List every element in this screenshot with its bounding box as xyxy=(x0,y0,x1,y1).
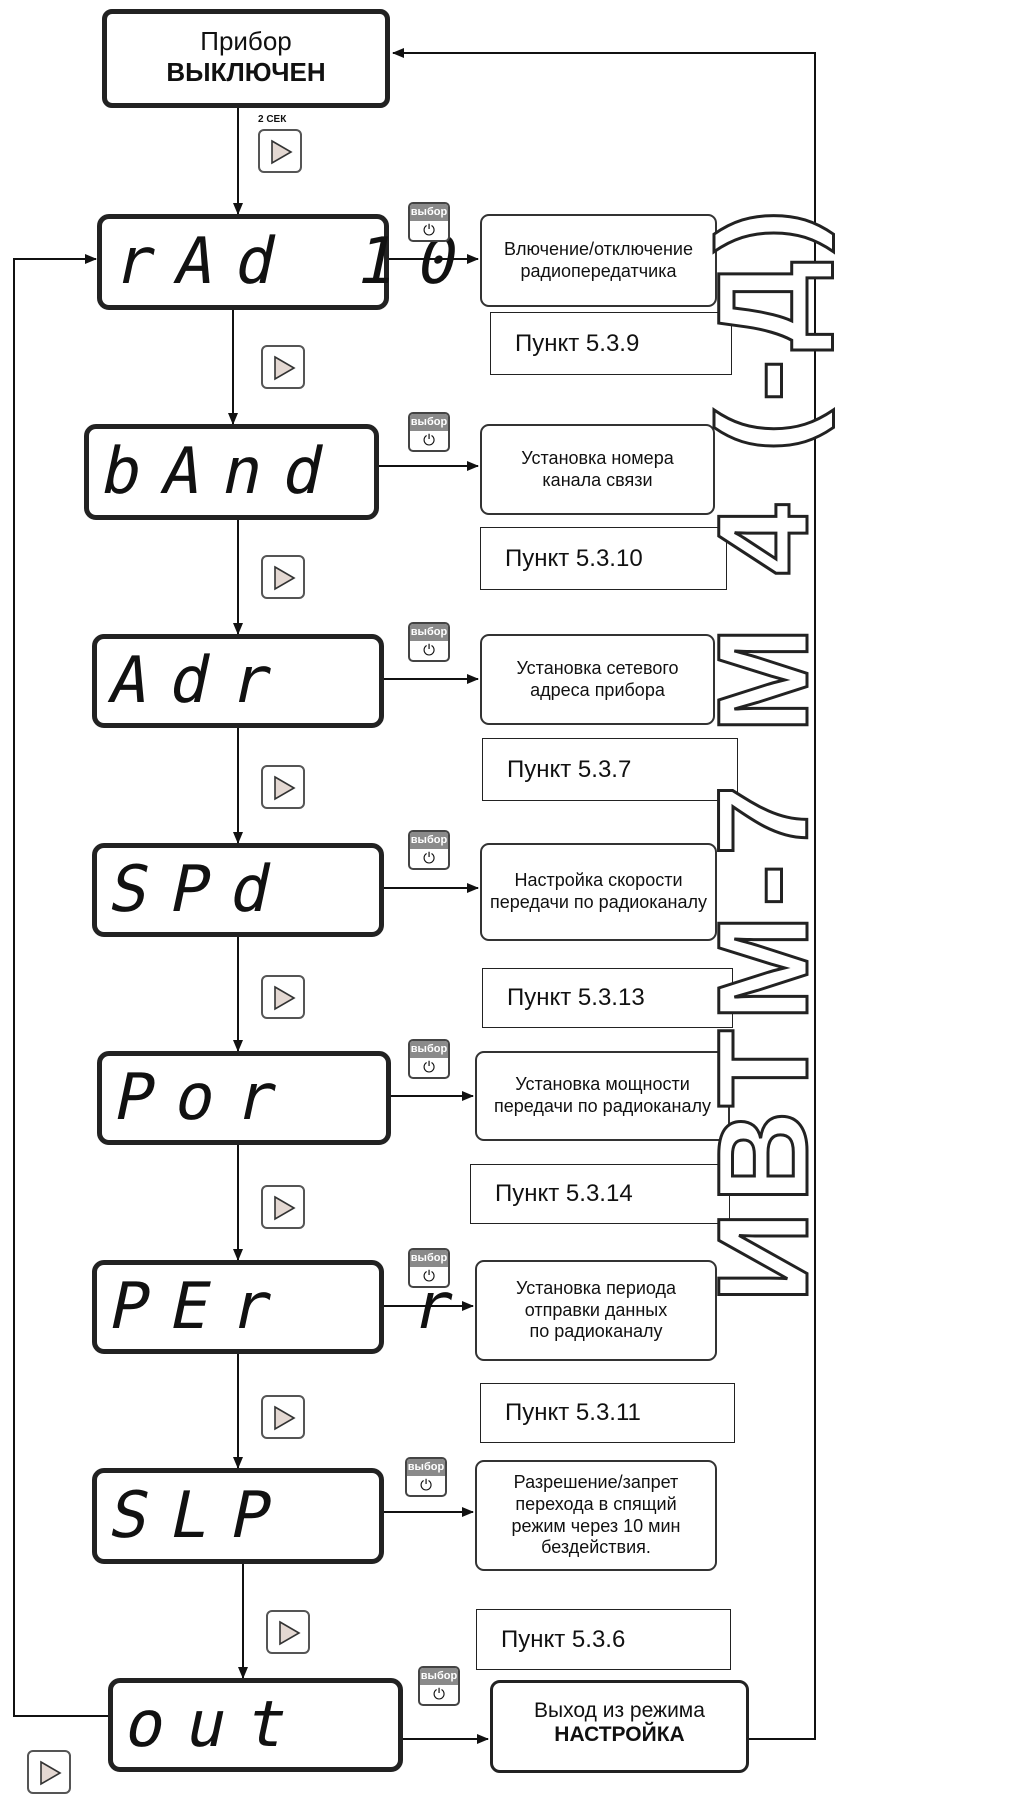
select-label: выбор xyxy=(410,204,448,221)
select-label: выбор xyxy=(410,1250,448,1267)
display-slp: SLP xyxy=(92,1468,384,1564)
play-arrow-icon xyxy=(274,1405,296,1431)
select-label: выбор xyxy=(410,414,448,431)
display-text: SPd xyxy=(103,853,301,927)
description-spd: Настройка скорости передачи по радиокана… xyxy=(480,843,717,941)
play-arrow-icon xyxy=(40,1760,62,1786)
next-button-5[interactable] xyxy=(261,1185,305,1229)
description-adr: Установка сетевого адреса прибора xyxy=(480,634,715,725)
select-button-radio[interactable]: выбор⏻ xyxy=(408,202,450,242)
select-label: выбор xyxy=(410,1041,448,1058)
next-button-3[interactable] xyxy=(261,765,305,809)
left-loop-to-radio xyxy=(13,254,108,1717)
description-perr: Установка периода отправки данных по рад… xyxy=(475,1260,717,1361)
display-adr: Adr xyxy=(92,634,384,728)
power-icon: ⏻ xyxy=(423,1059,435,1076)
off-line1: Прибор xyxy=(200,26,292,56)
power-icon: ⏻ xyxy=(433,1686,445,1703)
description-slp: Разрешение/запрет перехода в спящий режи… xyxy=(475,1460,717,1571)
display-por: Por xyxy=(97,1051,391,1145)
ref-spd: Пункт 5.3.13 xyxy=(482,968,733,1028)
exit-setup-box: Выход из режима НАСТРОЙКА xyxy=(490,1680,749,1773)
next-button-2[interactable] xyxy=(261,555,305,599)
display-perr: PEr r xyxy=(92,1260,482,1354)
select-button-slp[interactable]: выбор⏻ xyxy=(405,1457,447,1497)
select-label: выбор xyxy=(410,832,448,849)
next-button-7[interactable] xyxy=(266,1610,310,1654)
play-arrow-icon xyxy=(274,565,296,591)
device-off-box: Прибор ВЫКЛЮЧЕН xyxy=(102,9,390,108)
display-band: bAnd xyxy=(84,424,379,520)
description-por: Установка мощности передачи по радиокана… xyxy=(475,1051,730,1141)
display-text: SLP xyxy=(103,1479,301,1553)
select-label: выбор xyxy=(410,624,448,641)
select-button-adr[interactable]: выбор⏻ xyxy=(408,622,450,662)
power-icon: ⏻ xyxy=(423,222,435,239)
power-icon: ⏻ xyxy=(423,642,435,659)
next-button-hold[interactable] xyxy=(258,129,302,173)
ref-band: Пункт 5.3.10 xyxy=(480,527,727,590)
exit-line1: Выход из режима xyxy=(534,1699,705,1722)
return-loop-to-off xyxy=(392,48,816,1740)
display-radio: rAd 10 xyxy=(97,214,487,310)
ref-radio: Пункт 5.3.9 xyxy=(490,312,732,375)
description-radio: Влючение/отключение радиопередатчика xyxy=(480,214,717,307)
hold-2-sec-label: 2 СЕК xyxy=(258,114,287,125)
display-out: out xyxy=(108,1678,403,1772)
select-label: выбор xyxy=(420,1668,458,1685)
power-icon: ⏻ xyxy=(423,432,435,449)
play-arrow-icon xyxy=(274,985,296,1011)
play-arrow-icon xyxy=(274,355,296,381)
select-button-spd[interactable]: выбор⏻ xyxy=(408,830,450,870)
ref-por: Пункт 5.3.14 xyxy=(470,1164,730,1224)
model-title: ИВТМ-7 М 4 (-Д) xyxy=(691,200,837,1305)
display-text: bAnd xyxy=(95,435,353,509)
ref-perr: Пункт 5.3.11 xyxy=(480,1383,735,1443)
power-icon: ⏻ xyxy=(423,1268,435,1285)
next-button-1[interactable] xyxy=(261,345,305,389)
select-button-band[interactable]: выбор⏻ xyxy=(408,412,450,452)
play-arrow-icon xyxy=(274,775,296,801)
display-text: Adr xyxy=(103,644,301,718)
select-label: выбор xyxy=(407,1459,445,1476)
ref-adr: Пункт 5.3.7 xyxy=(482,738,738,801)
play-arrow-icon xyxy=(279,1620,301,1646)
play-arrow-icon xyxy=(271,139,293,165)
display-spd: SPd xyxy=(92,843,384,937)
next-button-4[interactable] xyxy=(261,975,305,1019)
select-button-perr[interactable]: выбор⏻ xyxy=(408,1248,450,1288)
play-arrow-icon xyxy=(274,1195,296,1221)
next-button-loop[interactable] xyxy=(27,1750,71,1794)
select-button-out[interactable]: выбор⏻ xyxy=(418,1666,460,1706)
power-icon: ⏻ xyxy=(423,850,435,867)
next-button-6[interactable] xyxy=(261,1395,305,1439)
description-band: Установка номера канала связи xyxy=(480,424,715,515)
off-line2: ВЫКЛЮЧЕН xyxy=(166,57,326,87)
power-icon: ⏻ xyxy=(420,1477,432,1494)
ref-slp: Пункт 5.3.6 xyxy=(476,1609,731,1670)
display-text: Por xyxy=(108,1061,306,1135)
display-text: out xyxy=(119,1688,317,1762)
exit-line2: НАСТРОЙКА xyxy=(554,1723,685,1746)
select-button-por[interactable]: выбор⏻ xyxy=(408,1039,450,1079)
